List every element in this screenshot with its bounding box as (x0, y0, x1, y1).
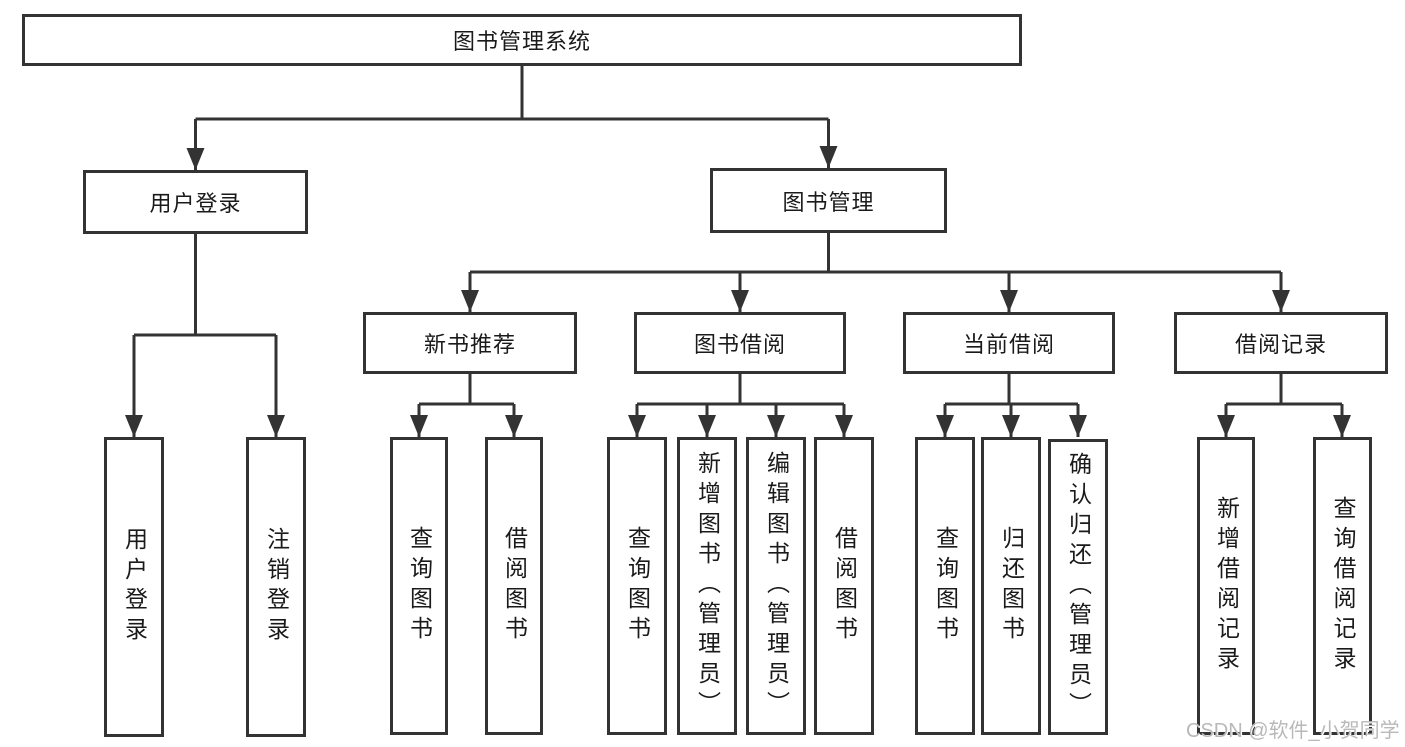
leaf-confirm-return-admin: 确认归还（管理员） (1048, 439, 1108, 735)
node-book-management: 图书管理 (710, 168, 947, 233)
node-library-system: 图书管理系统 (22, 14, 1022, 66)
node-borrow-records: 借阅记录 (1174, 312, 1388, 374)
node-book-borrow: 图书借阅 (634, 312, 846, 374)
connector-new-book-recommend (417, 374, 516, 437)
leaf-borrow-books: 借阅图书 (814, 437, 874, 735)
connector-user-login (132, 234, 278, 437)
leaf-return-books: 归还图书 (981, 437, 1041, 735)
leaf-query-books-recommend: 查询图书 (390, 437, 448, 735)
connector-book-management (468, 233, 1283, 312)
connector-book-borrow (635, 374, 846, 437)
leaf-user-login: 用户登录 (104, 437, 164, 737)
leaf-add-books-admin: 新增图书（管理员） (677, 437, 737, 735)
leaf-borrow-books-recommend: 借阅图书 (485, 437, 543, 735)
leaf-query-books-borrow: 查询图书 (607, 437, 667, 735)
leaf-logout: 注销登录 (246, 437, 306, 737)
node-user-login: 用户登录 (83, 170, 308, 234)
connector-root (194, 66, 830, 170)
connector-current-borrow (943, 374, 1080, 437)
node-new-book-recommend: 新书推荐 (363, 312, 577, 374)
node-current-borrow: 当前借阅 (903, 312, 1115, 374)
leaf-query-books-current: 查询图书 (915, 437, 975, 735)
leaf-edit-books-admin: 编辑图书（管理员） (746, 437, 806, 735)
watermark-text: CSDN @软件_小贺同学 (1186, 720, 1400, 742)
connector-borrow-records (1224, 374, 1344, 437)
leaf-query-borrow-record: 查询借阅记录 (1313, 437, 1372, 735)
leaf-add-borrow-record: 新增借阅记录 (1197, 437, 1255, 735)
